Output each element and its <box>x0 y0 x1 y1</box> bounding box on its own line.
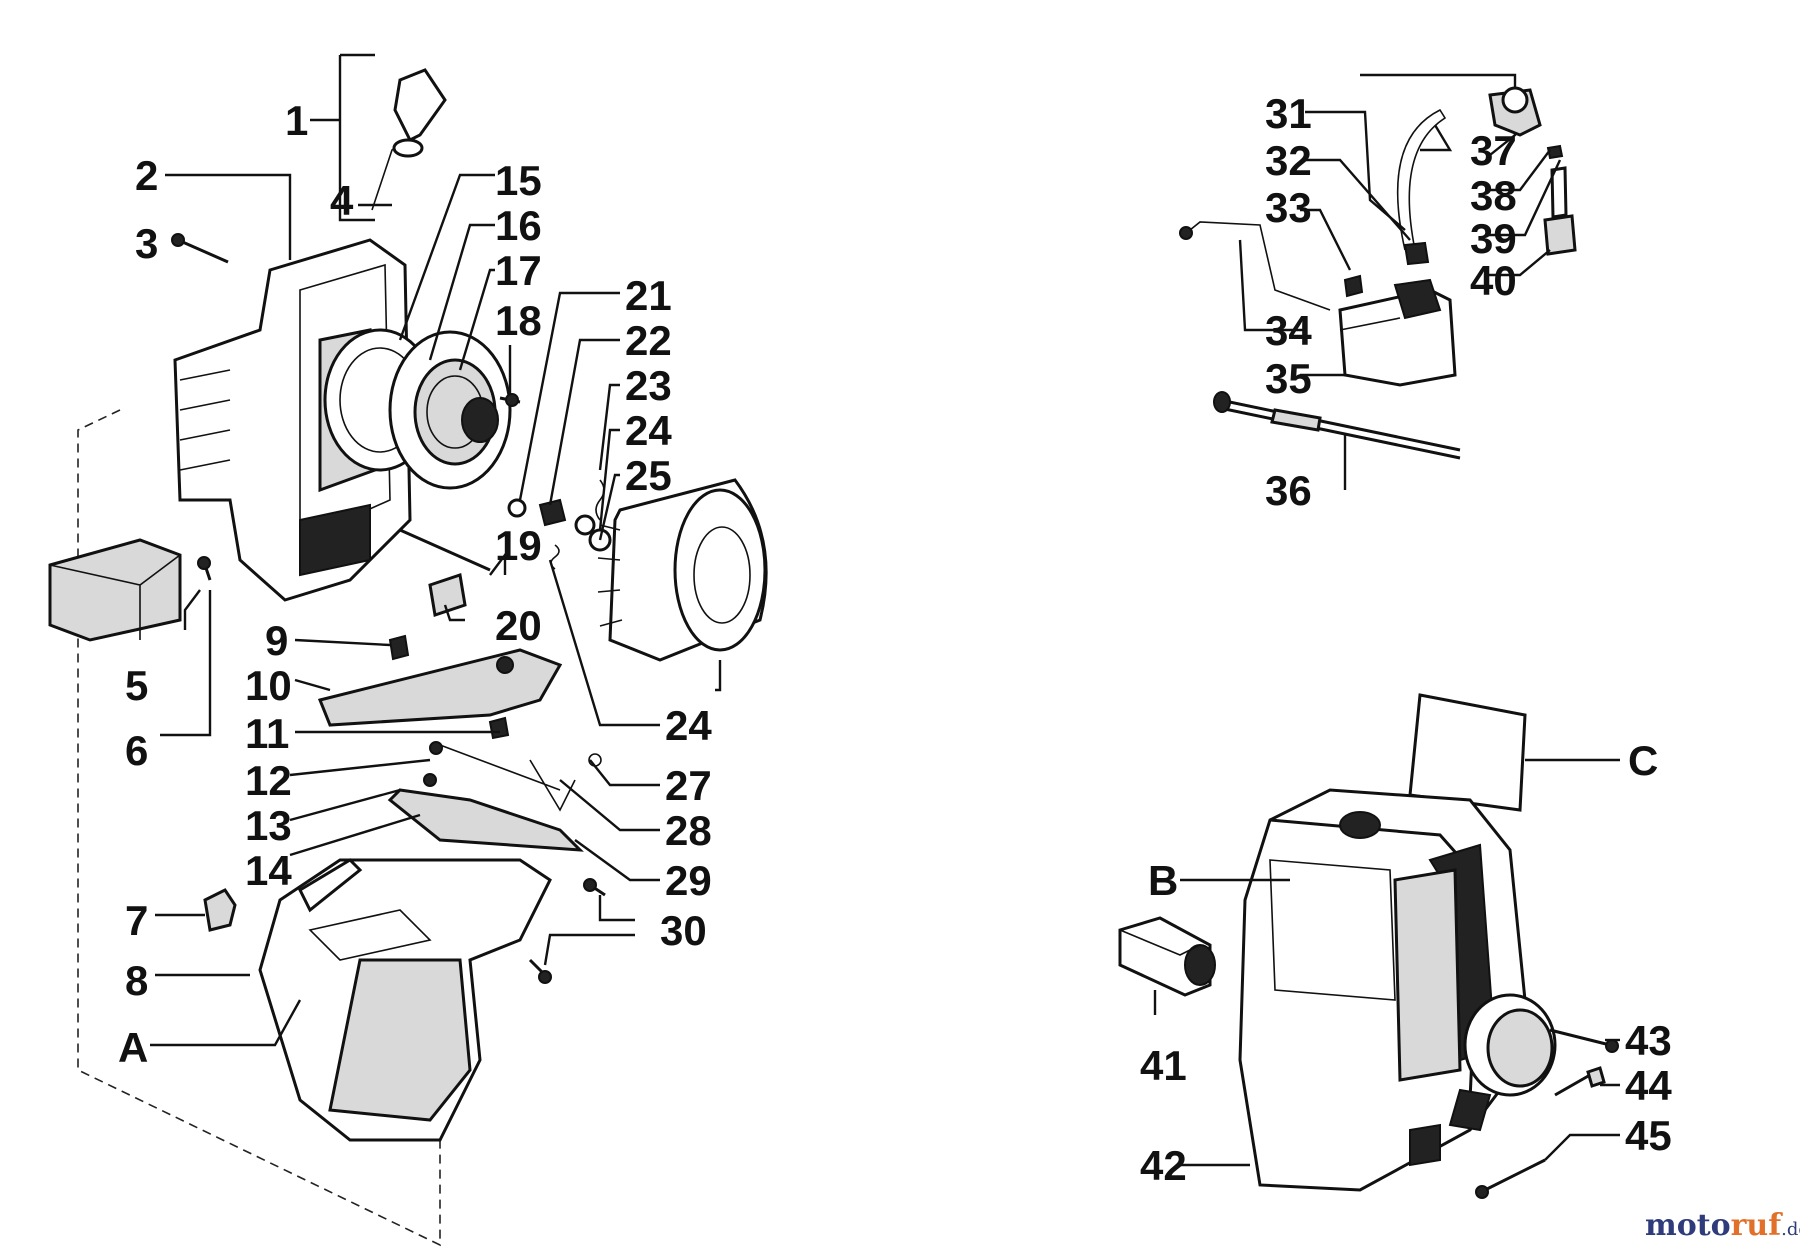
callout-40: 40 <box>1470 257 1517 304</box>
watermark: motoruf.de <box>1645 1208 1800 1243</box>
callout-24-lower: 24 <box>665 702 712 749</box>
callout-21: 21 <box>625 272 672 319</box>
callout-41: 41 <box>1140 1042 1187 1089</box>
tank-assembly <box>1118 693 1620 1199</box>
callout-44: 44 <box>1625 1062 1672 1109</box>
callout-3: 3 <box>135 220 158 267</box>
callout-30: 30 <box>660 907 707 954</box>
callout-39: 39 <box>1470 215 1517 262</box>
callout-16: 16 <box>495 202 542 249</box>
pull-handle <box>393 68 447 143</box>
callout-19: 19 <box>495 522 542 569</box>
callout-15: 15 <box>495 157 542 204</box>
ignition-assembly <box>1179 73 1577 490</box>
callout-7: 7 <box>125 897 148 944</box>
callout-18: 18 <box>495 297 542 344</box>
callout-12: 12 <box>245 757 292 804</box>
callout-6: 6 <box>125 727 148 774</box>
air-filter <box>48 538 182 642</box>
callout-38: 38 <box>1470 172 1517 219</box>
callout-45: 45 <box>1625 1112 1672 1159</box>
callout-5: 5 <box>125 662 148 709</box>
callout-36: 36 <box>1265 467 1312 514</box>
callout-9: 9 <box>265 617 288 664</box>
callout-17: 17 <box>495 247 542 294</box>
callout-10: 10 <box>245 662 292 709</box>
callout-4: 4 <box>330 177 354 224</box>
callout-32: 32 <box>1265 137 1312 184</box>
callout-31: 31 <box>1265 90 1312 137</box>
callout-8: 8 <box>125 957 148 1004</box>
callout-14: 14 <box>245 847 292 894</box>
callout-33: 33 <box>1265 184 1312 231</box>
engine-assembly <box>48 53 768 1247</box>
callout-35: 35 <box>1265 355 1312 402</box>
callout-11: 11 <box>245 710 289 757</box>
callout-2: 2 <box>135 152 158 199</box>
callout-labels: 1 2 3 4 5 6 7 8 9 10 11 12 13 14 15 16 1… <box>118 90 1672 1189</box>
callout-A: A <box>118 1024 148 1071</box>
callout-29: 29 <box>665 857 712 904</box>
callout-43: 43 <box>1625 1017 1672 1064</box>
callout-27: 27 <box>665 762 712 809</box>
callout-22: 22 <box>625 317 672 364</box>
callout-B: B <box>1148 857 1178 904</box>
callout-37: 37 <box>1470 127 1517 174</box>
callout-24-upper: 24 <box>625 407 672 454</box>
callout-20: 20 <box>495 602 542 649</box>
callout-34: 34 <box>1265 307 1312 354</box>
callout-1: 1 <box>285 97 308 144</box>
callout-23: 23 <box>625 362 672 409</box>
callout-28: 28 <box>665 807 712 854</box>
callout-13: 13 <box>245 802 292 849</box>
callout-C: C <box>1628 737 1658 784</box>
callout-42: 42 <box>1140 1142 1187 1189</box>
callout-25: 25 <box>625 452 672 499</box>
